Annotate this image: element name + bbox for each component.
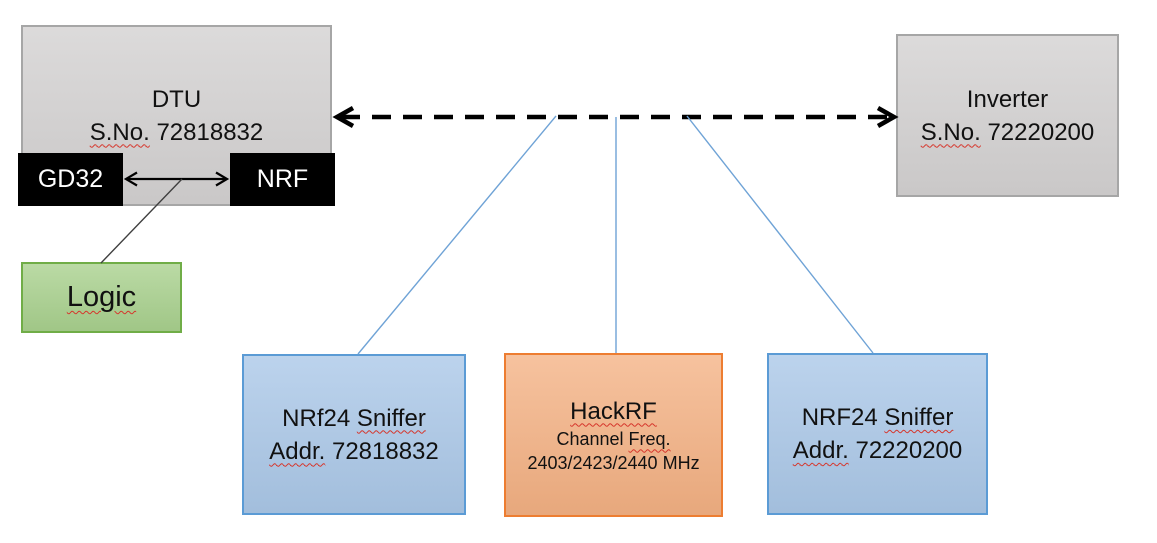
sniffer-left-connector-line xyxy=(357,115,557,355)
arrowhead-right-icon xyxy=(876,106,899,128)
sniffer-left-label: NRf24 Sniffer Addr. 72818832 xyxy=(269,402,439,468)
inverter-label: Inverter S.No. 72220200 xyxy=(921,83,1094,149)
sniffer-right-addr-text: Addr. 72220200 xyxy=(792,437,963,464)
sniffer-right-label: NRF24 Sniffer Addr. 72220200 xyxy=(793,401,963,467)
dtu-label: DTU S.No. 72818832 xyxy=(90,83,263,149)
gd32-label: GD32 xyxy=(37,165,104,193)
sniffer-right-title-text: NRF24 Sniffer xyxy=(801,404,954,431)
hackrf-channel-text: Channel Freq. xyxy=(556,428,671,449)
hackrf-title-text: HackRF xyxy=(570,397,657,425)
nrf-box: NRF xyxy=(230,153,335,206)
inverter-serial-text: S.No. 72220200 xyxy=(920,118,1095,146)
inverter-title-text: Inverter xyxy=(966,85,1049,113)
arrowhead-left-icon xyxy=(332,106,355,128)
dtu-title-text: DTU xyxy=(151,85,202,113)
logic-box: Logic xyxy=(21,262,182,333)
sniffer-left-title-text: NRf24 Sniffer xyxy=(282,404,426,432)
sniffer-left-addr-text: Addr. 72818832 xyxy=(269,437,439,465)
sniffer-right-box: NRF24 Sniffer Addr. 72220200 xyxy=(767,353,988,515)
gd32-box: GD32 xyxy=(18,153,123,206)
inverter-box: Inverter S.No. 72220200 xyxy=(896,34,1119,197)
sniffer-right-connector-line xyxy=(686,115,874,354)
sniffer-left-box: NRf24 Sniffer Addr. 72818832 xyxy=(242,354,466,515)
hackrf-box: HackRF Channel Freq. 2403/2423/2440 MHz xyxy=(504,353,723,517)
dtu-serial-text: S.No. 72818832 xyxy=(89,118,264,146)
nrf-label: NRF xyxy=(256,165,309,193)
logic-label: Logic xyxy=(66,281,137,313)
hackrf-frequencies-text: 2403/2423/2440 MHz xyxy=(527,452,700,473)
